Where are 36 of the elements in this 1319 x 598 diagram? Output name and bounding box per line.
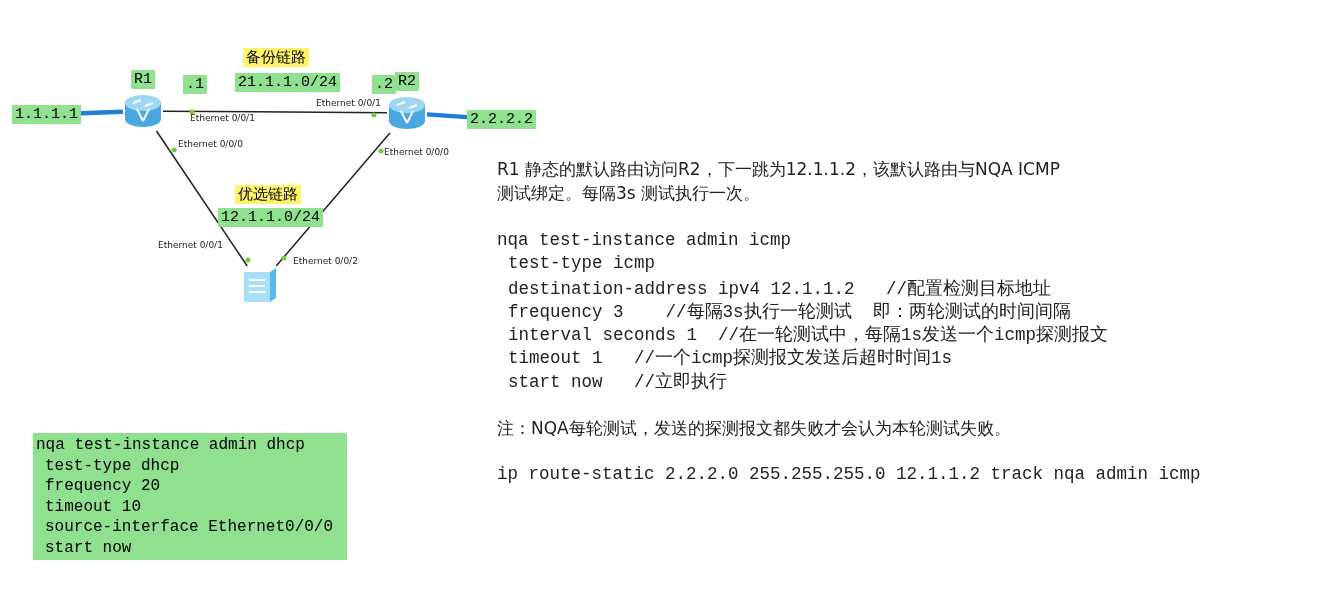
code-line: frequency 20 [44,476,161,497]
interface-label: Ethernet 0/0/2 [293,256,358,266]
link-title: 备份链路 [243,48,309,67]
code-line: ip route-static 2.2.2.0 255.255.255.0 12.1.1.2 track nqa admin icmp [497,464,1201,484]
router-label: R2 [395,72,419,91]
code-line: start now [44,537,132,558]
description-text: R1 静态的默认路由访问R2，下一跳为12.1.1.2，该默认路由与NQA ICMP 测试绑定。每隔3s 测试执行一次。 [497,158,1061,205]
config-panel [33,433,347,560]
interface-label: Ethernet 0/0/1 [158,240,223,250]
code-line: timeout 10 [44,496,141,517]
code-line: test-type icmp [508,253,656,273]
router-label: R1 [131,70,155,89]
link-title: 优选链路 [235,185,301,204]
ip-suffix: .2 [372,75,396,94]
code-line: nqa test-instance admin icmp [497,230,792,250]
note-text: 注：NQA每轮测试，发送的探测报文都失败才会认为本轮测试失败。 [497,417,1012,440]
code-line: destination-address ipv4 12.1.1.2 //配置检测目标地址 [508,278,1052,300]
interface-label: Ethernet 0/0/0 [178,139,243,149]
code-line: test-type dhcp [44,455,180,476]
code-line: frequency 3 //每隔3s执行一轮测试 即：两轮测试的时间间隔 [508,301,1071,323]
link-line [275,132,391,267]
link-line [426,112,468,120]
interface-label: Ethernet 0/0/0 [384,147,449,157]
subnet-label: 21.1.1.0/24 [235,73,341,92]
code-line: interval seconds 1 //在一轮测试中，每隔1s发送一个icmp探测报文 [508,324,1109,346]
ip-suffix: .1 [183,75,207,94]
address-label: 1.1.1.1 [12,105,81,124]
link-line [155,130,248,267]
link-line [162,110,388,114]
code-line: source-interface Ethernet0/0/0 [44,517,334,538]
code-line: start now //立即执行 [508,371,728,393]
subnet-label: 12.1.1.0/24 [218,208,324,227]
address-label: 2.2.2.2 [467,110,536,129]
code-line: nqa test-instance admin dhcp [35,435,305,456]
code-line: timeout 1 //一个icmp探测报文发送后超时时间1s [508,347,953,369]
link-line [80,109,124,116]
